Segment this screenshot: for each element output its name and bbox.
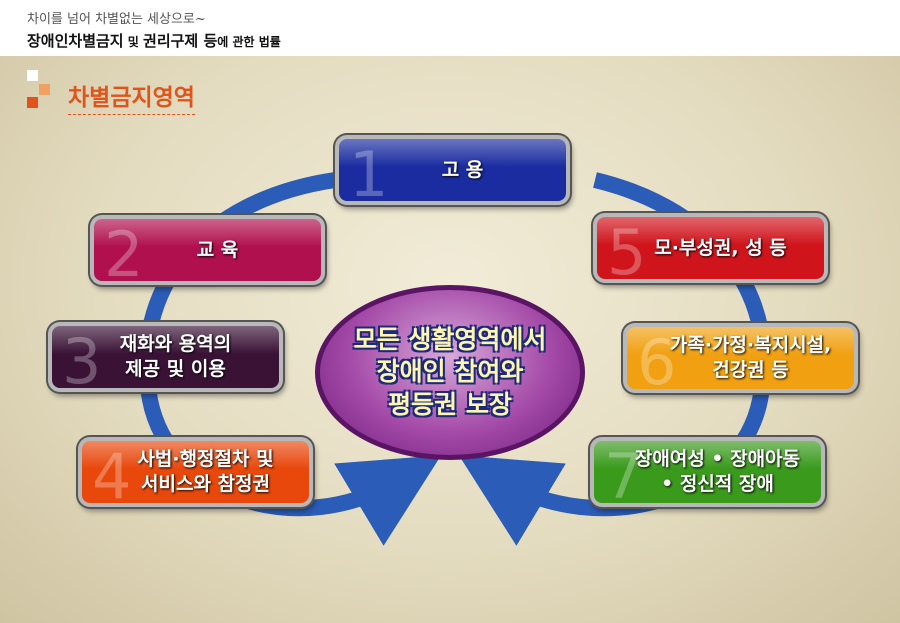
area-label-line: 장애여성 • 장애아동 [634,448,801,471]
area-label: 고 용 [422,158,484,183]
header-subtitle: 차이를 넘어 차별없는 세상으로~ [27,12,206,27]
title-part: 권리구제 등 [143,32,218,50]
area-label-line: • 정신적 장애 [661,473,774,495]
area-box-1: 1 고 용 [335,135,570,205]
area-label-line: 재화와 용역의 [119,333,232,356]
area-label-line: 사법·행정절차 및 [137,448,274,471]
center-text: 평등권 보장 [388,389,512,419]
area-label-line: 교 육 [196,238,239,261]
area-label-line: 제공 및 이용 [125,358,226,380]
title-part: 및 [123,35,144,49]
area-label: 장애여성 • 장애아동• 정신적 장애 [615,447,800,496]
area-label: 가족·가정·복지시설,건강권 등 [650,333,832,382]
title-part: 장애인차별금지 [27,32,124,50]
area-number: 1 [349,138,389,205]
center-text: 모든 생활영역에서 [353,324,547,354]
area-number: 4 [92,440,132,507]
area-number: 2 [104,218,144,285]
bullet-square-icon [27,70,38,81]
area-label-line: 가족·가정·복지시설, [669,334,832,357]
area-label: 모·부성권, 성 등 [634,236,787,261]
header-title: 장애인차별금지 및 권리구제 등에 관한 법률 [27,30,281,51]
area-number: 6 [637,326,677,393]
area-label-line: 모·부성권, 성 등 [654,236,787,259]
bullet-square-icon [27,97,38,108]
area-label: 교 육 [177,238,239,263]
area-label-line: 서비스와 참정권 [141,473,270,495]
center-text: 장애인 참여와 [376,357,524,387]
area-number: 3 [62,325,102,392]
area-box-5: 5 모·부성권, 성 등 [593,213,828,283]
section-title: 차별금지영역 [68,78,195,115]
area-number: 5 [607,216,647,283]
page-header: 차이를 넘어 차별없는 세상으로~ 장애인차별금지 및 권리구제 등에 관한 법… [0,0,900,56]
bullet-square-icon [39,84,50,95]
area-number: 7 [604,440,644,507]
area-box-2: 2 교 육 [90,215,325,285]
title-part: 에 관한 법률 [217,35,281,49]
area-label-line: 고 용 [441,158,484,181]
area-label-line: 건강권 등 [712,359,789,381]
